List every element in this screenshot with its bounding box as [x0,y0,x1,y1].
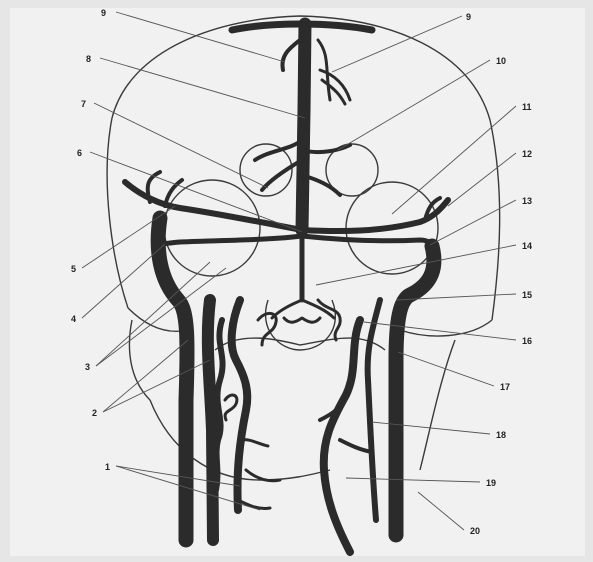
label-6: 6 [77,148,82,158]
label-8: 8 [86,54,91,64]
label-9-left: 9 [101,8,106,18]
label-2: 2 [92,408,97,418]
label-1: 1 [105,462,110,472]
label-3: 3 [85,362,90,372]
label-11: 11 [522,102,532,112]
left-external-jugular-vein [208,300,213,540]
label-13: 13 [522,196,532,206]
label-4: 4 [71,314,76,324]
page-area [10,8,585,556]
label-17: 17 [500,382,510,392]
label-18: 18 [496,430,506,440]
label-20: 20 [470,526,480,536]
label-10: 10 [496,56,506,66]
label-16: 16 [522,336,532,346]
label-19: 19 [486,478,496,488]
central-vein [302,24,305,230]
label-5: 5 [71,264,76,274]
label-15: 15 [522,290,532,300]
label-14: 14 [522,241,532,251]
label-7: 7 [81,99,86,109]
label-9-right: 9 [466,12,471,22]
label-12: 12 [522,149,532,159]
